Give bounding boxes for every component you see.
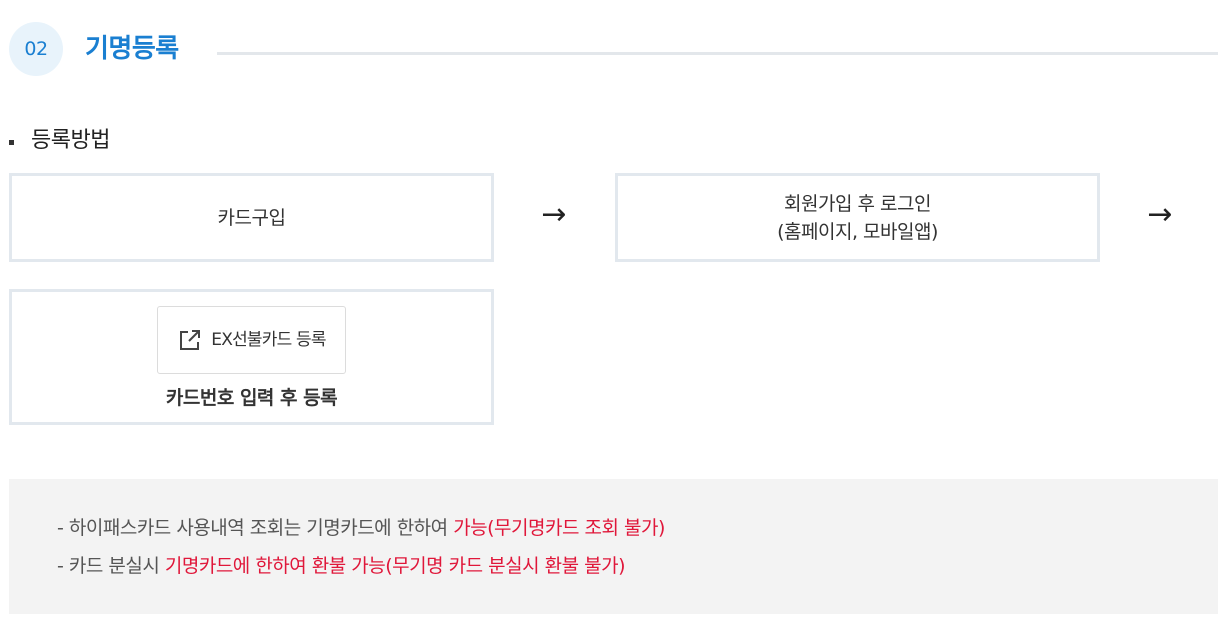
notice-box: - 하이패스카드 사용내역 조회는 기명카드에 한하여 가능(무기명카드 조회 … xyxy=(9,479,1218,614)
step-text: 카드구입 xyxy=(217,206,286,229)
method-heading-text: 등록방법 xyxy=(31,128,110,153)
register-button-label: EX선불카드 등록 xyxy=(211,330,326,350)
notice-line: - 하이패스카드 사용내역 조회는 기명카드에 한하여 가능(무기명카드 조회 … xyxy=(57,509,1218,547)
notice-text: - 하이패스카드 사용내역 조회는 기명카드에 한하여 xyxy=(57,517,454,539)
step-text: 회원가입 후 로그인 xyxy=(784,192,931,215)
step-text: (홈페이지, 모바일앱) xyxy=(777,220,938,243)
step-card-purchase: 카드구입 xyxy=(9,173,494,262)
step-caption: 카드번호 입력 후 등록 xyxy=(165,387,338,409)
section-header: 02 기명등록 xyxy=(9,22,1218,76)
external-link-icon xyxy=(180,330,201,350)
section-title: 기명등록 xyxy=(85,34,179,64)
bullet-icon xyxy=(9,140,14,145)
notice-line: - 카드 분실시 기명카드에 한하여 환불 가능(무기명 카드 분실시 환불 불… xyxy=(57,547,1218,585)
notice-highlight: 가능(무기명카드 조회 불가) xyxy=(453,517,665,539)
notice-text: - 카드 분실시 xyxy=(57,555,165,577)
notice-highlight: 기명카드에 한하여 환불 가능(무기명 카드 분실시 환불 불가) xyxy=(164,555,626,577)
header-divider xyxy=(217,52,1218,55)
step-number-badge: 02 xyxy=(9,22,63,76)
step-signup-login: 회원가입 후 로그인 (홈페이지, 모바일앱) xyxy=(615,173,1100,262)
arrow-right-icon: → xyxy=(541,197,567,232)
step-register-card: EX선불카드 등록 카드번호 입력 후 등록 xyxy=(9,289,494,425)
ex-prepaid-card-register-button[interactable]: EX선불카드 등록 xyxy=(157,306,346,374)
arrow-right-icon: → xyxy=(1147,197,1173,232)
